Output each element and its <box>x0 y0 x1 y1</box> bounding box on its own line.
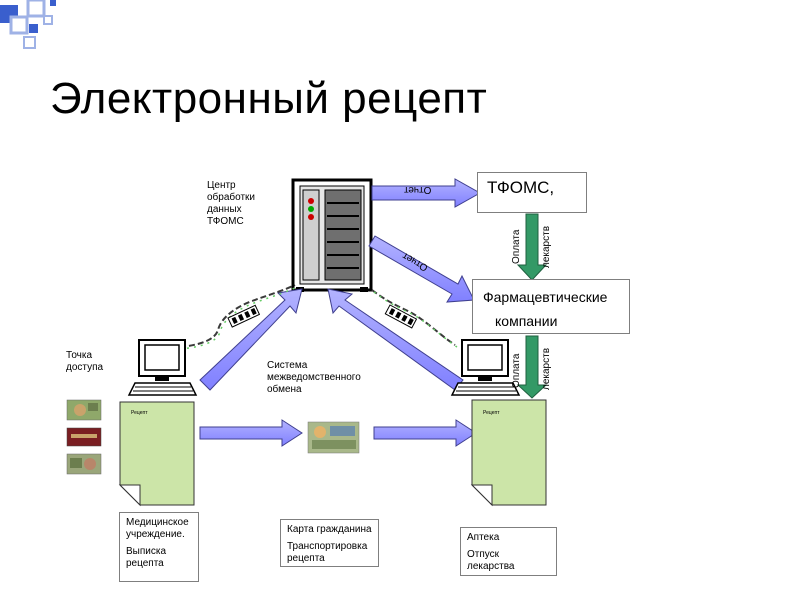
card-line1: Карта гражданина <box>287 524 372 535</box>
arrow-payment-2 <box>516 335 548 399</box>
pharmacy-line1: Аптека <box>467 532 500 543</box>
payment-label-2: Оплата <box>511 354 522 388</box>
payment-label-1: Оплата <box>511 230 522 264</box>
tfoms-box: ТФОМС, <box>477 172 587 213</box>
arrow-doc-to-card <box>199 419 303 447</box>
card-line2: Транспортировка <box>287 541 368 552</box>
logo-square-3 <box>26 0 46 18</box>
tfoms-label: ТФОМС, <box>487 178 555 197</box>
doc-left-label: Рецепт <box>131 410 148 416</box>
doc-right-label: Рецепт <box>483 410 500 416</box>
access-card-2-icon <box>66 427 102 447</box>
report-top-text: Отчет <box>404 184 432 195</box>
system-line3: обмена <box>267 384 302 395</box>
drugs-text-2: лекарств <box>541 347 552 390</box>
logo-square-6 <box>23 36 36 49</box>
report-top-label: Отчет <box>404 183 431 195</box>
pharmacy-box: Аптека Отпуск лекарства <box>460 527 557 576</box>
arrow-payment-1 <box>516 213 548 281</box>
server-icon <box>291 178 373 292</box>
system-line2: межведомственного <box>267 372 361 383</box>
center-label-line4: ТФОМС <box>207 216 244 227</box>
citizen-card-icon <box>307 421 360 454</box>
access-point-label: Точка доступа <box>66 350 103 374</box>
arrow-report-tfoms <box>371 178 482 208</box>
access-card-1-icon <box>66 399 102 421</box>
medical-line4: рецепта <box>126 558 164 569</box>
access-card-3-icon <box>66 453 102 475</box>
arrow-right-up <box>327 288 464 391</box>
logo-square-2 <box>9 15 29 35</box>
medical-line3: Выписка <box>126 546 167 557</box>
logo-square-4 <box>29 24 38 33</box>
document-left <box>118 401 195 507</box>
page-title: Электронный рецепт <box>50 74 488 123</box>
access-point-line1: Точка <box>66 350 93 361</box>
computer-right-icon <box>450 339 521 396</box>
medical-line1: Медицинское <box>126 517 189 528</box>
medical-line2: учреждение. <box>126 529 185 540</box>
computer-left-icon <box>127 339 198 396</box>
center-label-line1: Центр <box>207 180 236 191</box>
arrow-card-to-pharmacy <box>373 419 477 447</box>
center-label-line2: обработки <box>207 192 256 203</box>
card-box: Карта гражданина Транспортировка рецепта <box>280 519 379 567</box>
drugs-label-1: лекарств <box>541 226 552 268</box>
center-label: Центр обработки данных ТФОМС <box>207 180 255 228</box>
arrow-report-pharma <box>368 235 475 303</box>
system-line1: Система <box>267 360 308 371</box>
pharmacy-line3: лекарства <box>467 561 515 572</box>
access-point-line2: доступа <box>66 362 104 373</box>
cable-left <box>179 284 298 350</box>
payment-text-1: Оплата <box>511 229 522 264</box>
cable-right <box>371 289 458 348</box>
logo-square-5 <box>43 15 53 25</box>
drugs-text-1: лекарств <box>541 225 552 268</box>
arrow-left-up <box>199 288 303 391</box>
pharma-line2: компании <box>495 313 558 329</box>
medical-box: Медицинское учреждение. Выписка рецепта <box>119 512 199 582</box>
logo-square-7 <box>50 0 56 6</box>
system-label: Система межведомственного обмена <box>267 360 361 396</box>
center-label-line3: данных <box>207 204 242 215</box>
pharmacy-line2: Отпуск <box>467 549 500 560</box>
document-right <box>470 399 547 507</box>
drugs-label-2: лекарств <box>541 348 552 390</box>
pharma-box: Фармацевтические компании <box>472 279 630 334</box>
payment-text-2: Оплата <box>511 353 522 388</box>
pharma-line1: Фармацевтические <box>483 289 608 305</box>
card-line3: рецепта <box>287 553 325 564</box>
